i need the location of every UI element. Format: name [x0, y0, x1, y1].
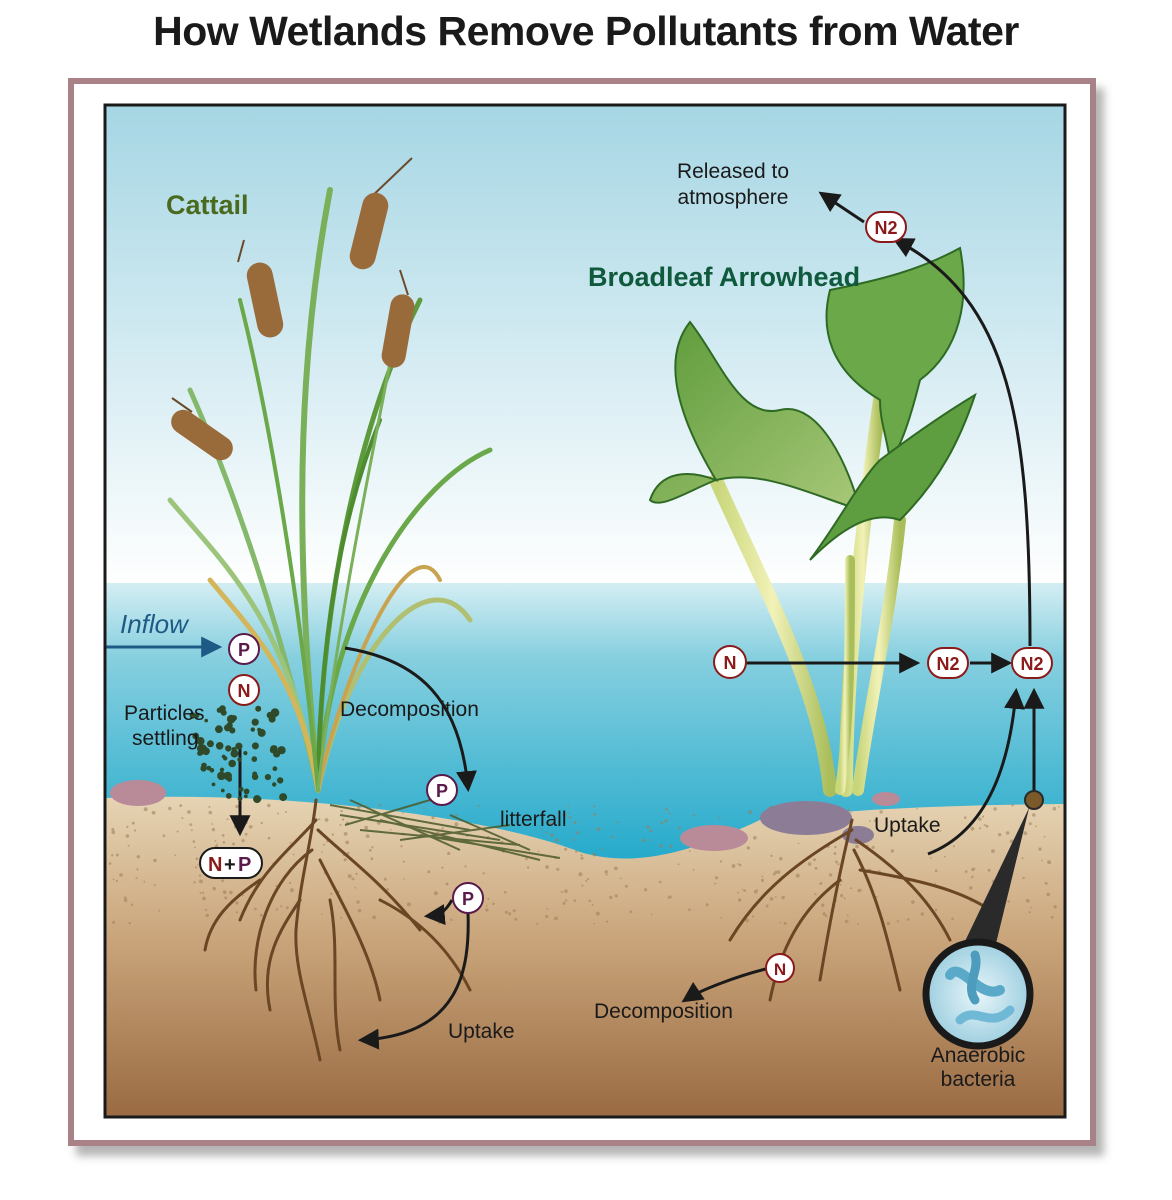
rock	[680, 825, 748, 851]
rock	[760, 801, 852, 835]
cattail-heads	[171, 157, 415, 461]
decomposition-bottom-arrow	[681, 966, 771, 1003]
svg-text:P: P	[462, 889, 474, 909]
arrowhead-leaves	[648, 246, 977, 561]
decomposition-arrow	[344, 646, 477, 793]
n2-to-atmosphere-arrow	[818, 191, 865, 224]
bacteria-label-1: Anaerobic	[931, 1044, 1026, 1067]
nutrient-badges: P N N + P P P N N2 N2	[199, 211, 1053, 983]
n-badge-inflow: N	[228, 674, 260, 706]
n-plus-p-badge: N + P	[199, 847, 263, 879]
svg-text:N: N	[208, 854, 222, 876]
cattail-roots	[203, 798, 472, 1062]
arrowhead-roots	[728, 818, 992, 1002]
n2-badge-top: N2	[865, 211, 907, 243]
uptake-left-label: Uptake	[448, 1020, 515, 1043]
released-label-1: Released to	[677, 160, 789, 183]
uptake-left-arrow	[357, 911, 470, 1050]
inner-border	[103, 103, 1067, 1119]
inflow-label: Inflow	[120, 609, 190, 639]
svg-text:N: N	[774, 960, 786, 979]
uptake-right-arrow	[927, 687, 1025, 856]
svg-text:+: +	[224, 854, 236, 876]
p-badge-soil: P	[452, 882, 484, 914]
svg-text:N: N	[724, 653, 737, 673]
release-arrow	[892, 238, 1032, 647]
p-badge-inflow: P	[228, 633, 260, 665]
svg-text:N2: N2	[874, 218, 897, 238]
n2-badge-middle: N2	[927, 647, 969, 679]
bacteria-source-dot	[1024, 790, 1044, 810]
litterfall-debris	[329, 799, 561, 861]
svg-text:N2: N2	[936, 654, 959, 674]
settling-particles	[189, 705, 288, 804]
decomposition-bottom-label: Decomposition	[594, 1000, 733, 1023]
soil	[106, 796, 1064, 1116]
bacteria-callout-wedge	[956, 796, 1032, 968]
svg-text:N: N	[238, 681, 251, 701]
p-badge-litterfall: P	[426, 774, 458, 806]
released-label-2: atmosphere	[678, 186, 789, 209]
uptake-right-label: Uptake	[874, 814, 941, 837]
decomposition-top-label: Decomposition	[340, 698, 479, 721]
n-badge-soil: N	[765, 953, 795, 983]
svg-text:N2: N2	[1020, 654, 1043, 674]
particles-label-2: settling	[132, 727, 199, 750]
particles-label-1: Particles	[124, 702, 205, 725]
bacteria-label-2: bacteria	[941, 1068, 1016, 1091]
arrowhead-label: Broadleaf Arrowhead	[588, 262, 860, 292]
arrowhead-stalks	[709, 393, 906, 797]
cattail-label: Cattail	[166, 190, 249, 220]
n2-badge-right: N2	[1011, 647, 1053, 679]
p-to-root-arrow	[423, 899, 454, 926]
n-badge-water: N	[713, 645, 747, 679]
page-title: How Wetlands Remove Pollutants from Wate…	[153, 8, 1019, 54]
litterfall-label: litterfall	[500, 808, 567, 831]
flow-arrows	[229, 191, 1045, 1050]
svg-text:P: P	[238, 640, 250, 660]
rock	[872, 792, 900, 806]
rock	[110, 780, 166, 806]
svg-text:P: P	[436, 781, 448, 801]
labels: Cattail Broadleaf Arrowhead Inflow Parti…	[120, 160, 1025, 1091]
bacteria-magnifier	[922, 938, 1034, 1050]
svg-text:P: P	[238, 854, 251, 876]
